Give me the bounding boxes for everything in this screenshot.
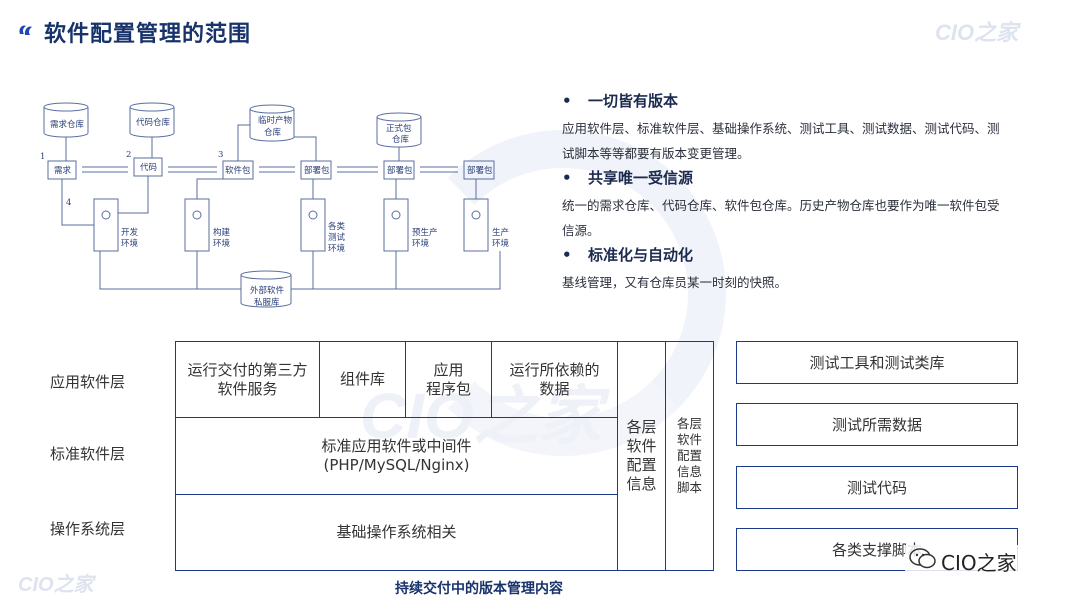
node-code: 代码: [140, 162, 157, 173]
principle-text: 试脚本等等都要有版本变更管理。: [562, 146, 750, 161]
node-pkg: 软件包: [225, 165, 251, 176]
app-cell-third-party: 运行交付的第三方软件服务: [175, 341, 320, 418]
principle-3: • 标准化与自动化 基线管理，又有仓库员某一时刻的快照。: [562, 244, 1042, 295]
env-build-1: 构建: [213, 227, 231, 238]
env-pre-2: 环境: [412, 238, 430, 249]
node-req-repo: 需求仓库: [50, 119, 85, 130]
env-test-2: 测试: [328, 232, 346, 243]
principle-text: 应用软件层、标准软件层、基础操作系统、测试工具、测试数据、测试代码、测: [562, 121, 1000, 136]
node-deploy-3: 部署包: [467, 165, 493, 176]
os-cell: 基础操作系统相关: [175, 494, 618, 571]
node-temp-repo-1: 临时产物: [258, 115, 293, 126]
env-build-2: 环境: [213, 238, 231, 249]
page-title: 软件配置管理的范围: [44, 22, 252, 47]
node-req: 需求: [54, 165, 72, 176]
app-cell-components: 组件库: [319, 341, 406, 418]
app-cell-data: 运行所依赖的数据: [491, 341, 618, 418]
step-1: 1: [40, 152, 45, 162]
logo-icon: [16, 20, 36, 44]
wechat-badge: CIO之家: [905, 545, 1021, 578]
app-cell-package: 应用程序包: [405, 341, 492, 418]
config-script-cell: 各层软件配置信息脚本: [665, 341, 714, 571]
env-test-1: 各类: [328, 221, 346, 232]
principle-text: 基线管理，又有仓库员某一时刻的快照。: [562, 275, 788, 290]
test-item-tools: 测试工具和测试类库: [736, 341, 1018, 384]
bullet-icon: •: [562, 92, 572, 110]
layer-label-os: 操作系统层: [50, 520, 126, 538]
principle-title: 一切皆有版本: [588, 92, 679, 110]
bullet-icon: •: [562, 169, 572, 187]
wechat-icon: [909, 547, 937, 576]
node-ext-1: 外部软件: [250, 285, 285, 296]
step-3: 3: [218, 150, 223, 160]
layer-label-app: 应用软件层: [50, 373, 126, 391]
node-formal-repo-2: 仓库: [392, 134, 410, 145]
principle-text: 信源。: [562, 223, 600, 238]
step-4: 4: [66, 198, 71, 208]
env-pre-1: 预生产: [412, 227, 438, 238]
node-temp-repo-2: 仓库: [264, 127, 282, 138]
layer-label-std: 标准软件层: [50, 445, 126, 463]
env-test-3: 环境: [328, 243, 346, 254]
node-ext-2: 私服库: [254, 297, 280, 308]
node-code-repo: 代码仓库: [136, 117, 171, 128]
table-caption: 持续交付中的版本管理内容: [395, 581, 563, 597]
principle-title: 标准化与自动化: [588, 246, 694, 264]
test-item-data: 测试所需数据: [736, 403, 1018, 446]
center-watermark: CIO之家: [360, 380, 602, 452]
brand-watermark: CIO之家: [935, 20, 1019, 45]
principle-2: • 共享唯一受信源 统一的需求仓库、代码仓库、软件包仓库。历史产物仓库也要作为唯一…: [562, 167, 1042, 243]
env-dev-2: 环境: [121, 238, 139, 249]
std-cell: 标准应用软件或中间件(PHP/MySQL/Nginx): [175, 417, 618, 495]
env-prod-2: 环境: [492, 238, 510, 249]
node-deploy-2: 部署包: [387, 165, 413, 176]
step-2: 2: [126, 150, 131, 160]
principle-title: 共享唯一受信源: [588, 169, 694, 187]
brand-watermark-bottom: CIO之家: [18, 574, 94, 596]
test-item-code: 测试代码: [736, 466, 1018, 509]
env-dev-1: 开发: [121, 227, 139, 238]
node-formal-repo-1: 正式包: [386, 123, 412, 134]
node-deploy-1: 部署包: [304, 165, 330, 176]
principle-1: • 一切皆有版本 应用软件层、标准软件层、基础操作系统、测试工具、测试数据、测试代…: [562, 90, 1042, 166]
config-flow-diagram: 需求仓库 代码仓库 临时产物 仓库 正式包 仓库 需求 代码 软件包 部署包 部…: [40, 102, 510, 308]
env-prod-1: 生产: [492, 227, 509, 238]
principle-text: 统一的需求仓库、代码仓库、软件包仓库。历史产物仓库也要作为唯一软件包受: [562, 198, 1000, 213]
wechat-label: CIO之家: [941, 551, 1017, 575]
bullet-icon: •: [562, 246, 572, 264]
config-info-cell: 各层软件配置信息: [617, 341, 666, 571]
